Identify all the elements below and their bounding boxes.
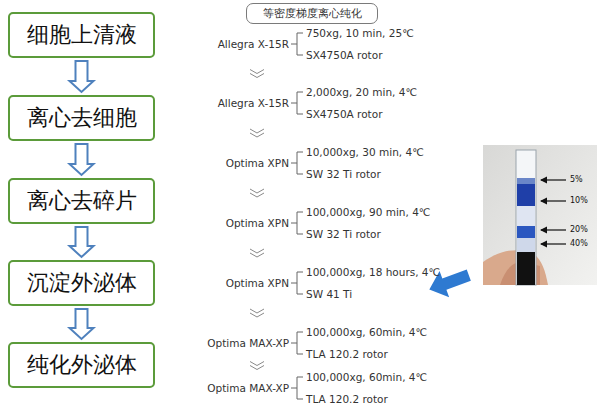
leader-arrow xyxy=(541,200,566,201)
rotor-name: SX4750A rotor xyxy=(306,108,382,121)
gradient-percent: 20% xyxy=(570,225,588,235)
bracket xyxy=(291,33,303,55)
gradient-percent: 40% xyxy=(570,239,588,249)
leader-arrow xyxy=(541,179,566,180)
instrument-name: Optima MAX-XP xyxy=(207,337,289,350)
step-chevron xyxy=(250,313,264,317)
bracket xyxy=(291,92,303,114)
bracket xyxy=(291,377,303,399)
flow-arrow xyxy=(70,144,94,175)
instrument-name: Allegra X-15R xyxy=(218,38,289,51)
box-label: 细胞上清液 xyxy=(27,20,137,50)
spin-condition: 2,000xg, 20 min, 4℃ xyxy=(306,86,417,99)
rotor-name: TLA 120.2 rotor xyxy=(306,348,388,361)
step-chevron xyxy=(250,253,264,257)
bracket xyxy=(291,212,303,234)
rotor-name: SX4750A rotor xyxy=(306,49,382,62)
instrument-name: Optima XPN xyxy=(226,157,289,170)
bracket xyxy=(291,332,303,354)
flow-arrow xyxy=(70,227,94,257)
rotor-name: TLA 120.2 rotor xyxy=(306,393,388,406)
step-chevron xyxy=(250,129,264,133)
step-chevron xyxy=(250,309,264,313)
spin-condition: 100,000xg, 60min, 4℃ xyxy=(306,371,427,384)
tube xyxy=(516,150,536,285)
process-box: 离心去细胞 xyxy=(8,95,155,141)
spin-condition: 100,000xg, 90 min, 4℃ xyxy=(306,206,431,219)
process-box: 沉淀外泌体 xyxy=(8,260,155,306)
band-40 xyxy=(517,238,535,252)
spin-condition: 10,000xg, 30 min, 4℃ xyxy=(306,146,424,159)
spin-condition: 100,000xg, 60min, 4℃ xyxy=(306,326,427,339)
process-box: 细胞上清液 xyxy=(8,12,155,58)
step-chevron xyxy=(250,70,264,74)
step-chevron xyxy=(250,366,264,370)
title-box: 等密度梯度离心纯化 xyxy=(246,3,378,24)
box-label: 沉淀外泌体 xyxy=(27,268,137,298)
leader-arrow xyxy=(541,229,566,230)
band-5 xyxy=(517,178,535,184)
instrument-name: Optima XPN xyxy=(226,277,289,290)
flow-arrow xyxy=(70,309,94,339)
process-box: 离心去碎片 xyxy=(8,178,155,224)
instrument-name: Optima MAX-XP xyxy=(207,382,289,395)
photo-ground xyxy=(483,145,597,285)
box-label: 离心去碎片 xyxy=(27,186,137,216)
bracket xyxy=(291,152,303,174)
flow-arrow xyxy=(70,61,94,92)
tube-bottom xyxy=(517,252,535,285)
gradient-percent: 10% xyxy=(570,196,588,206)
rotor-name: SW 32 Ti rotor xyxy=(306,168,381,181)
instrument-name: Optima XPN xyxy=(226,217,289,230)
process-box: 纯化外泌体 xyxy=(8,342,155,388)
rotor-name: SW 32 Ti rotor xyxy=(306,228,381,241)
box-label: 离心去细胞 xyxy=(27,103,137,133)
spin-condition: 750xg, 10 min, 25℃ xyxy=(306,27,414,40)
bracket xyxy=(291,272,303,294)
step-chevron xyxy=(250,362,264,366)
rotor-name: SW 41 Ti xyxy=(306,288,352,301)
box-label: 纯化外泌体 xyxy=(27,350,137,380)
band-10 xyxy=(517,184,535,206)
leader-arrow xyxy=(541,243,566,244)
step-chevron xyxy=(250,189,264,193)
step-chevron xyxy=(250,133,264,137)
step-chevron xyxy=(250,74,264,78)
step-chevron xyxy=(250,193,264,197)
spin-condition: 100,000xg, 18 hours, 4℃ xyxy=(306,266,440,279)
instrument-name: Allegra X-15R xyxy=(218,97,289,110)
title-text: 等密度梯度离心纯化 xyxy=(263,6,362,21)
gradient-percent: 5% xyxy=(570,175,583,185)
band-20 xyxy=(517,226,535,238)
band-clear xyxy=(517,206,535,226)
step-chevron xyxy=(250,249,264,253)
